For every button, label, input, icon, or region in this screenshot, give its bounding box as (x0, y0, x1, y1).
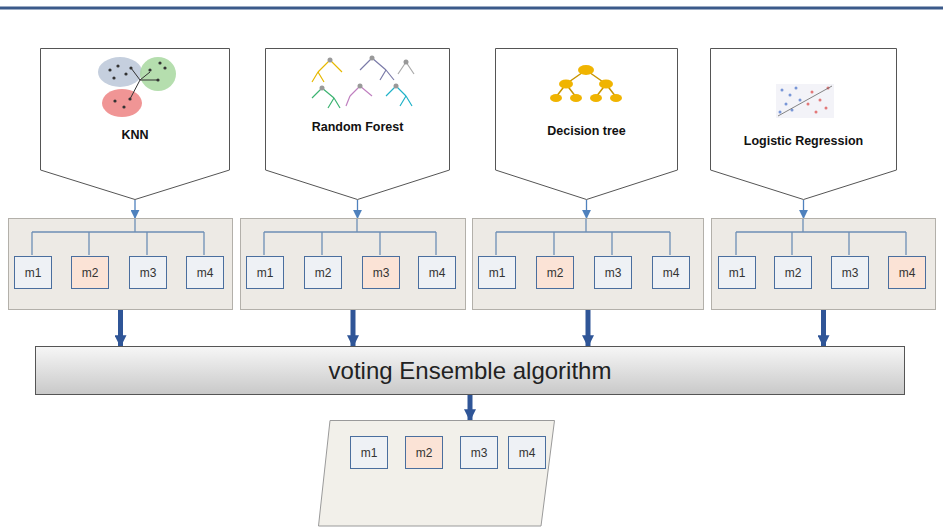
model-label: m2 (547, 266, 564, 280)
model-box: m2 (774, 256, 812, 289)
model-name: Logistic Regression (710, 134, 897, 148)
model-label: m3 (471, 446, 488, 460)
input-arrow (803, 200, 804, 218)
random-forest-icon (312, 56, 414, 109)
model-label: m4 (663, 266, 680, 280)
callout-shape (266, 49, 450, 200)
model-box: m2 (536, 256, 574, 289)
model-box: m1 (350, 436, 388, 469)
model-group-panel: m1 m2 m3 m4 (8, 218, 233, 310)
callout-shape (711, 49, 897, 200)
callout-outline (710, 48, 897, 200)
model-callout: Logistic Regression (710, 48, 897, 200)
model-box: m1 (246, 256, 284, 289)
model-box: m1 (718, 256, 756, 289)
ensemble-bar: voting Ensemble algorithm (35, 346, 905, 395)
model-label: m4 (429, 266, 446, 280)
model-box: m3 (831, 256, 869, 289)
model-label: m1 (25, 266, 42, 280)
model-box: m4 (508, 436, 546, 469)
model-label: m1 (257, 266, 274, 280)
model-label: m2 (315, 266, 332, 280)
model-callout: Random Forest (265, 48, 450, 200)
algorithm-label: voting Ensemble algorithm (329, 357, 612, 385)
model-name: Decision tree (495, 124, 678, 138)
model-label: m3 (140, 266, 157, 280)
knn-icon (98, 57, 176, 117)
model-box: m3 (460, 436, 498, 469)
model-box: m4 (418, 256, 456, 289)
parallelogram-shape (319, 421, 555, 527)
input-arrow (134, 200, 135, 218)
model-label: m1 (489, 266, 506, 280)
model-box: m1 (14, 256, 52, 289)
model-group-panel: m1 m2 m3 m4 (472, 218, 704, 310)
flow-arrow (351, 310, 356, 346)
logistic-regression-icon (776, 84, 834, 118)
model-group-panel: m1 m2 m3 m4 (240, 218, 466, 310)
result-panel: m1 m2 m3 m4 (318, 420, 555, 526)
model-box: m1 (478, 256, 516, 289)
model-label: m2 (416, 446, 433, 460)
model-box: m4 (652, 256, 690, 289)
model-label: m2 (82, 266, 99, 280)
header-rule (0, 7, 943, 10)
callout-shape (496, 49, 678, 200)
model-label: m3 (842, 266, 859, 280)
model-name: Random Forest (265, 120, 450, 134)
model-box: m2 (405, 436, 443, 469)
flow-arrow (821, 310, 826, 346)
callout-shape (41, 49, 230, 200)
model-label: m3 (373, 266, 390, 280)
model-label: m4 (197, 266, 214, 280)
flow-arrow (468, 395, 473, 420)
model-label: m2 (785, 266, 802, 280)
input-arrow (357, 200, 358, 218)
model-label: m4 (519, 446, 536, 460)
model-name: KNN (40, 128, 230, 142)
model-box: m3 (129, 256, 167, 289)
model-box: m4 (186, 256, 224, 289)
flow-arrow (586, 310, 591, 346)
model-box: m2 (71, 256, 109, 289)
model-box: m3 (594, 256, 632, 289)
model-label: m1 (729, 266, 746, 280)
callout-outline (40, 48, 230, 200)
decision-tree-icon (550, 65, 622, 102)
model-callout: KNN (40, 48, 230, 200)
model-box: m4 (888, 256, 926, 289)
model-label: m4 (899, 266, 916, 280)
input-arrow (586, 200, 587, 218)
model-group-panel: m1 m2 m3 m4 (711, 218, 936, 310)
flow-arrow (118, 310, 123, 346)
model-label: m3 (605, 266, 622, 280)
model-box: m2 (304, 256, 342, 289)
model-label: m1 (361, 446, 378, 460)
model-callout: Decision tree (495, 48, 678, 200)
model-box: m3 (362, 256, 400, 289)
